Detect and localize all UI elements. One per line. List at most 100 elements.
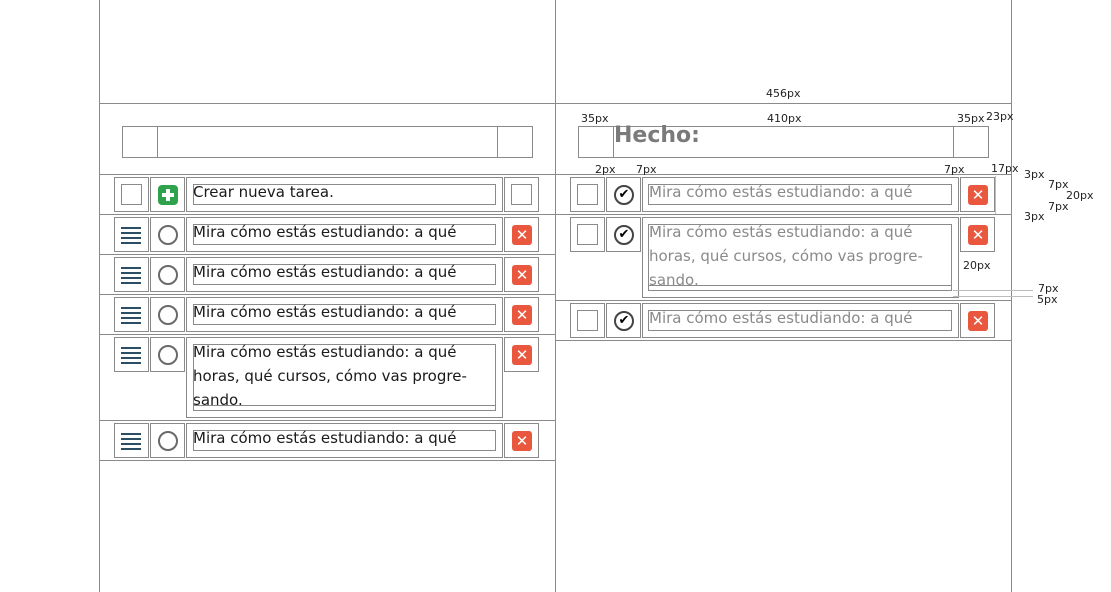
dimension-label: 7px xyxy=(636,163,657,176)
delete-button[interactable]: ✕ xyxy=(504,337,539,372)
header-bar xyxy=(122,126,533,158)
circle-icon xyxy=(158,225,178,245)
delete-button[interactable]: ✕ xyxy=(504,297,539,332)
drag-handle[interactable] xyxy=(114,423,149,458)
task-checkbox[interactable] xyxy=(150,217,185,252)
circle-icon xyxy=(158,265,178,285)
empty-slot xyxy=(570,177,605,212)
row-divider xyxy=(99,174,1012,175)
empty-slot xyxy=(114,177,149,212)
task-text-cell xyxy=(186,297,503,332)
done-task-text: Mira cómo estás estudiando: a qué xyxy=(649,309,913,327)
task-text-field[interactable] xyxy=(648,310,952,331)
dimension-label: 2px xyxy=(595,163,616,176)
close-icon: ✕ xyxy=(512,431,532,451)
dimension-label: 7px xyxy=(944,163,965,176)
new-task-label: Crear nueva tarea. xyxy=(193,183,334,201)
drag-handle[interactable] xyxy=(114,297,149,332)
row-divider xyxy=(99,103,1012,104)
task-text-field[interactable] xyxy=(193,224,496,245)
dimension-label: 23px xyxy=(986,110,1014,123)
header-bar-divider xyxy=(157,126,158,158)
dimension-label: 5px xyxy=(1037,293,1058,306)
dimension-label: 35px xyxy=(581,112,609,125)
add-task-button[interactable] xyxy=(150,177,185,212)
task-text: Mira cómo estás estudiando: a qué xyxy=(193,429,457,447)
drag-handle[interactable] xyxy=(114,257,149,292)
delete-button[interactable]: ✕ xyxy=(960,217,995,252)
task-text-cell xyxy=(642,303,959,338)
header-bar-divider xyxy=(497,126,498,158)
dimension-guide xyxy=(996,174,1010,175)
task-text-cell xyxy=(186,257,503,292)
task-checkbox[interactable] xyxy=(150,337,185,372)
empty-slot xyxy=(504,177,539,212)
circle-icon xyxy=(158,431,178,451)
task-text-cell xyxy=(642,177,959,212)
dimension-label: 3px xyxy=(1024,210,1045,223)
row-divider xyxy=(99,460,556,461)
task-checkbox[interactable]: ✔ xyxy=(606,303,641,338)
text-underline xyxy=(193,405,496,406)
delete-button[interactable]: ✕ xyxy=(960,303,995,338)
close-icon: ✕ xyxy=(512,305,532,325)
done-heading: Hecho: xyxy=(614,123,700,148)
done-task-text: Mira cómo estás estudiando: a qué horas,… xyxy=(649,223,923,289)
drag-handle[interactable] xyxy=(114,337,149,372)
dimension-label: 456px xyxy=(766,87,801,100)
hamburger-icon xyxy=(121,345,141,365)
dimension-label: 20px xyxy=(1066,189,1094,202)
task-text-cell xyxy=(186,423,503,458)
task-text-field[interactable] xyxy=(193,264,496,285)
column-divider-left xyxy=(99,0,100,592)
dimension-label: 35px xyxy=(957,112,985,125)
task-text: Mira cómo estás estudiando: a qué horas,… xyxy=(193,343,467,409)
dimension-label: 7px xyxy=(1048,200,1069,213)
task-text-field[interactable] xyxy=(648,184,952,205)
column-divider-middle xyxy=(555,0,556,592)
dimension-label: 3px xyxy=(1024,168,1045,181)
delete-button[interactable]: ✕ xyxy=(960,177,995,212)
dimension-guide xyxy=(953,296,1033,297)
circle-icon xyxy=(158,305,178,325)
task-text-field[interactable] xyxy=(648,224,952,291)
task-text-field[interactable] xyxy=(193,304,496,325)
task-text-field[interactable] xyxy=(193,344,496,411)
row-divider xyxy=(99,254,556,255)
delete-button[interactable]: ✕ xyxy=(504,217,539,252)
row-divider xyxy=(99,214,556,215)
new-task-input[interactable] xyxy=(193,184,496,205)
task-checkbox[interactable]: ✔ xyxy=(606,217,641,252)
circle-icon xyxy=(158,345,178,365)
new-task-input-cell[interactable] xyxy=(186,177,503,212)
dimension-label: 20px xyxy=(963,259,991,272)
hamburger-icon xyxy=(121,305,141,325)
dimension-label: 7px xyxy=(1048,178,1069,191)
drag-handle[interactable] xyxy=(114,217,149,252)
task-checkbox[interactable] xyxy=(150,257,185,292)
header-bar-divider xyxy=(953,126,954,158)
empty-slot-inner xyxy=(577,184,598,205)
delete-button[interactable]: ✕ xyxy=(504,257,539,292)
text-underline xyxy=(648,285,952,286)
dimension-guide xyxy=(996,214,1010,215)
hamburger-icon xyxy=(121,225,141,245)
dimension-guide xyxy=(995,176,996,214)
task-checkbox[interactable] xyxy=(150,423,185,458)
close-icon: ✕ xyxy=(968,311,988,331)
row-divider xyxy=(99,334,556,335)
row-divider xyxy=(556,300,1012,301)
check-circle-icon: ✔ xyxy=(614,185,634,205)
close-icon: ✕ xyxy=(512,225,532,245)
empty-slot-inner xyxy=(511,184,532,205)
close-icon: ✕ xyxy=(512,265,532,285)
empty-slot-inner xyxy=(577,224,598,245)
task-checkbox[interactable]: ✔ xyxy=(606,177,641,212)
task-checkbox[interactable] xyxy=(150,297,185,332)
task-text-cell xyxy=(186,217,503,252)
close-icon: ✕ xyxy=(512,345,532,365)
dimension-guide xyxy=(953,290,1033,291)
header-bar-divider xyxy=(613,126,614,158)
delete-button[interactable]: ✕ xyxy=(504,423,539,458)
task-text-field[interactable] xyxy=(193,430,496,451)
